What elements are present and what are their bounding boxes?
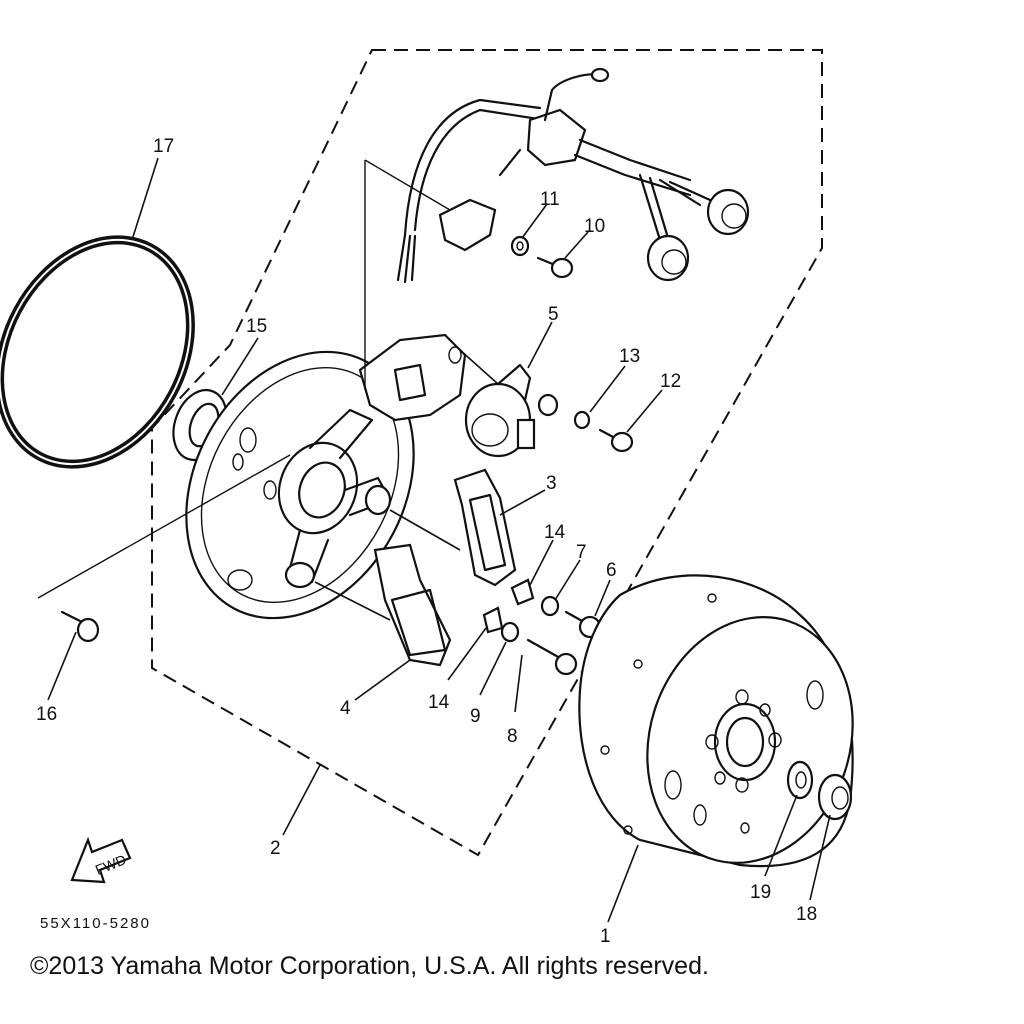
forward-arrow-icon [70, 836, 132, 884]
drawing-code: 55X110-5280 [40, 915, 151, 932]
callout-5: 5 [548, 304, 559, 325]
callout-11: 11 [540, 189, 560, 210]
copyright-notice: ©2013 Yamaha Motor Corporation, U.S.A. A… [30, 952, 709, 980]
nut-near-part-5 [537, 393, 559, 417]
washer-part-7 [540, 595, 560, 617]
callout-9: 9 [470, 706, 481, 727]
callout-19: 19 [750, 882, 771, 903]
washer-part-19 [786, 760, 814, 800]
callout-14-lower: 14 [428, 692, 450, 713]
callout-14-upper: 14 [544, 522, 566, 543]
screw-part-16 [60, 610, 100, 643]
callout-12: 12 [660, 371, 681, 392]
callout-17: 17 [153, 136, 174, 157]
callout-16: 16 [36, 704, 57, 725]
flywheel-rotor-part-1 [578, 574, 854, 868]
charge-coil-part-3 [389, 468, 517, 587]
screw-part-8 [526, 638, 578, 676]
leader-part-16 [37, 454, 291, 599]
assembly-group-outline [151, 49, 823, 857]
stator-base-plate [185, 350, 415, 620]
callout-1: 1 [600, 926, 611, 947]
nut-part-18 [817, 773, 853, 821]
sensor-coil-part-5 [459, 349, 536, 458]
callout-18: 18 [796, 904, 817, 925]
washer-part-13 [573, 410, 591, 430]
source-coil-part-4 [314, 543, 452, 667]
callout-10: 10 [584, 216, 605, 237]
washer-part-11 [510, 235, 530, 257]
screw-part-10 [536, 256, 574, 279]
callout-15: 15 [246, 316, 267, 337]
washer-part-9 [500, 621, 520, 643]
callout-13: 13 [619, 346, 640, 367]
callout-leaders [47, 157, 831, 923]
wiring-harness [396, 67, 750, 284]
callout-6: 6 [606, 560, 617, 581]
callout-4: 4 [340, 698, 351, 719]
callout-2: 2 [270, 838, 281, 859]
callout-8: 8 [507, 726, 518, 747]
callout-3: 3 [546, 473, 557, 494]
callout-7: 7 [576, 542, 587, 563]
pickup-coil-bracket [358, 333, 467, 422]
clamp-part-14-upper [510, 578, 535, 606]
clamp-part-14-lower [482, 606, 504, 634]
screw-part-12 [598, 428, 634, 453]
o-ring-part-17 [0, 235, 195, 469]
